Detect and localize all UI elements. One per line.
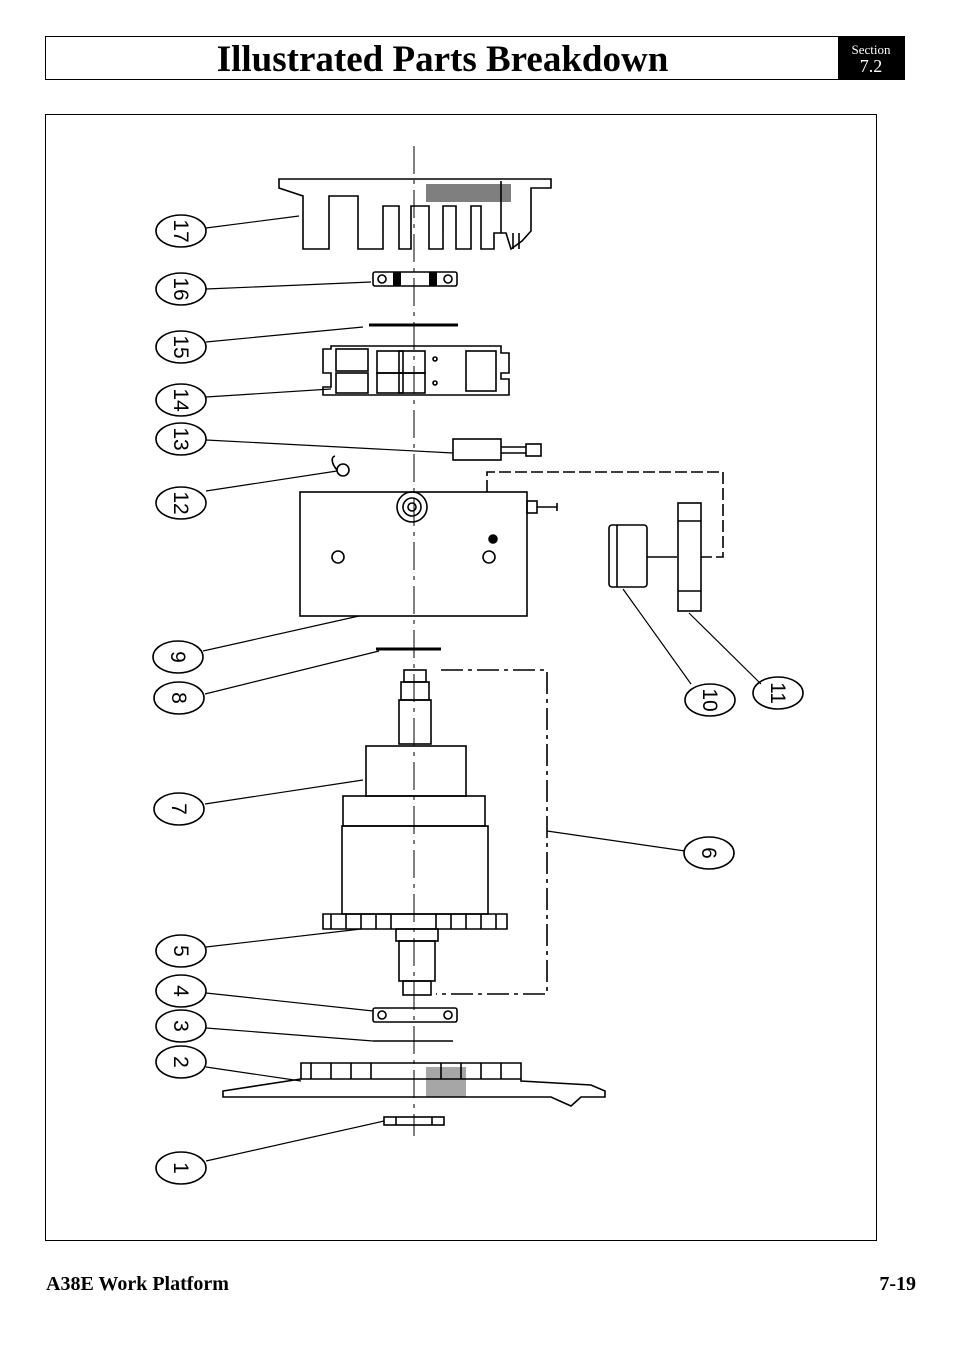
callout-5: 5 bbox=[155, 934, 207, 968]
part-10-brush bbox=[608, 524, 677, 588]
svg-text:14: 14 bbox=[169, 388, 192, 412]
callout-10: 10 bbox=[684, 683, 736, 717]
svg-text:15: 15 bbox=[169, 335, 192, 358]
part-14-brush-holder bbox=[322, 345, 510, 396]
part-4-bearing bbox=[372, 1007, 458, 1023]
part-2-bottom-housing bbox=[222, 1062, 606, 1107]
callout-4: 4 bbox=[155, 974, 207, 1008]
callout-14: 14 bbox=[155, 383, 207, 417]
callout-3: 3 bbox=[155, 1009, 207, 1043]
svg-text:10: 10 bbox=[698, 688, 721, 711]
svg-text:9: 9 bbox=[166, 651, 189, 663]
svg-text:3: 3 bbox=[169, 1020, 192, 1032]
footer-product-name: A38E Work Platform bbox=[46, 1273, 229, 1295]
part-13-capacitor bbox=[452, 438, 542, 461]
part-9-end-cap bbox=[299, 471, 724, 617]
svg-text:16: 16 bbox=[169, 277, 192, 300]
exploded-view-drawing: 17 16 15 14 13 12 9 8 7 5 4 3 2 1 6 10 1… bbox=[152, 146, 804, 1185]
callout-17: 17 bbox=[155, 214, 207, 248]
svg-text:17: 17 bbox=[169, 219, 192, 242]
callout-8: 8 bbox=[153, 681, 205, 715]
callout-1: 1 bbox=[155, 1151, 207, 1185]
svg-text:2: 2 bbox=[169, 1056, 192, 1068]
svg-text:8: 8 bbox=[167, 692, 190, 704]
part-6-assembly-bracket bbox=[436, 669, 548, 995]
svg-text:6: 6 bbox=[697, 847, 720, 859]
part-11-brush-spring bbox=[677, 502, 702, 612]
part-17-housing bbox=[278, 178, 552, 251]
section-badge: Section 7.2 bbox=[838, 37, 904, 79]
footer-page-number: 7-19 bbox=[879, 1273, 916, 1295]
svg-text:1: 1 bbox=[169, 1162, 192, 1174]
callout-12: 12 bbox=[155, 486, 207, 520]
part-16-bearing bbox=[372, 271, 458, 287]
callout-7: 7 bbox=[153, 792, 205, 826]
svg-text:12: 12 bbox=[169, 491, 192, 514]
page-title: Illustrated Parts Breakdown bbox=[216, 39, 669, 80]
parts-diagram: 17 16 15 14 13 12 9 8 7 5 4 3 2 1 6 10 1… bbox=[45, 114, 877, 1241]
svg-text:5: 5 bbox=[169, 945, 192, 957]
svg-text:11: 11 bbox=[766, 682, 789, 704]
page-header: Illustrated Parts Breakdown Section 7.2 bbox=[45, 36, 905, 80]
section-label: Section bbox=[851, 42, 891, 57]
part-7-armature bbox=[322, 669, 508, 996]
leader-lines bbox=[202, 215, 762, 1162]
section-number: 7.2 bbox=[859, 56, 883, 76]
callout-2: 2 bbox=[155, 1045, 207, 1079]
callout-16: 16 bbox=[155, 272, 207, 306]
svg-text:13: 13 bbox=[169, 427, 192, 450]
callout-11: 11 bbox=[752, 676, 804, 710]
callout-15: 15 bbox=[155, 330, 207, 364]
callout-9: 9 bbox=[152, 640, 204, 674]
callout-13: 13 bbox=[155, 422, 207, 456]
part-12-spring bbox=[331, 455, 350, 477]
svg-text:7: 7 bbox=[167, 803, 190, 815]
callout-6: 6 bbox=[683, 836, 735, 870]
svg-text:4: 4 bbox=[169, 985, 192, 997]
